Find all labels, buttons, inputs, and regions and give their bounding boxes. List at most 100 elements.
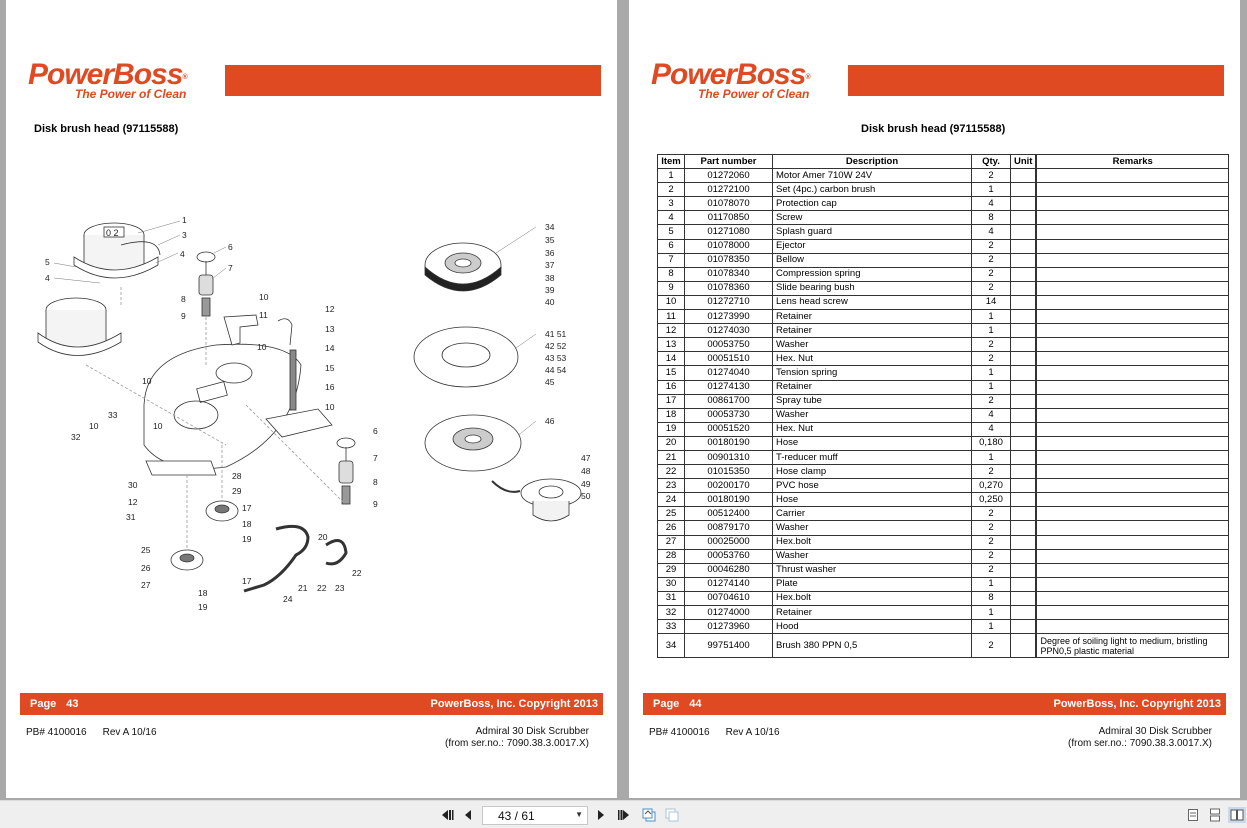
- callout-number: 1: [182, 215, 187, 225]
- registered-mark: ®: [182, 74, 187, 81]
- callout-number: 11: [259, 310, 268, 320]
- cell-description: Washer: [772, 337, 972, 353]
- cell-unit: [1010, 379, 1038, 395]
- cell-qty: 1: [971, 619, 1011, 635]
- callout-number: 50: [581, 491, 591, 501]
- cell-item: 8: [657, 266, 685, 282]
- cell-unit: [1010, 464, 1038, 480]
- callout-number: 31: [126, 512, 136, 522]
- callout-number: 33: [108, 410, 118, 420]
- cell-item: 34: [657, 633, 685, 659]
- callout-number: 10: [259, 292, 269, 302]
- continuous-page-icon: [1210, 808, 1220, 822]
- cell-description: Retainer: [772, 309, 972, 325]
- cell-description: Hex. Nut: [772, 351, 972, 367]
- cell-qty: 0,270: [971, 478, 1011, 494]
- single-page-view-button[interactable]: [1186, 807, 1200, 823]
- cell-item: 15: [657, 365, 685, 381]
- cell-description: Retainer: [772, 323, 972, 339]
- cell-item: 28: [657, 548, 685, 564]
- last-page-button[interactable]: [616, 807, 632, 823]
- previous-view-button[interactable]: [640, 807, 658, 823]
- cell-description: Hose: [772, 492, 972, 508]
- page-title: Disk brush head (97115588): [34, 123, 179, 135]
- revision: Rev A 10/16: [725, 727, 780, 738]
- callout-number: 6: [228, 242, 233, 252]
- cell-part-number: 00025000: [684, 534, 773, 550]
- callout-number: 14: [325, 343, 335, 353]
- callout-number: 44 54: [545, 365, 567, 375]
- cell-unit: [1010, 309, 1038, 325]
- first-page-button[interactable]: [439, 807, 455, 823]
- cell-description: Hex.bolt: [772, 590, 972, 607]
- cell-part-number: 01078070: [684, 196, 773, 212]
- cell-qty: 1: [971, 309, 1011, 325]
- callout-number: 26: [141, 563, 151, 573]
- page-dropdown-arrow-icon[interactable]: ▼: [575, 810, 583, 819]
- cell-description: Hood: [772, 619, 972, 635]
- page-title: Disk brush head (97115588): [861, 123, 1006, 135]
- callout-number: 30: [128, 480, 138, 490]
- cell-qty: 2: [971, 520, 1011, 536]
- cell-remarks: [1035, 562, 1229, 578]
- cell-part-number: 00704610: [684, 590, 773, 607]
- cell-item: 9: [657, 280, 685, 296]
- cell-part-number: 01274140: [684, 576, 773, 592]
- cell-remarks: [1035, 407, 1229, 423]
- cell-description: Bellow: [772, 252, 972, 268]
- callout-number: 9: [181, 311, 186, 321]
- page-number-input[interactable]: 43 / 61 ▼: [482, 806, 588, 825]
- cell-unit: [1010, 365, 1038, 381]
- cell-unit: [1010, 604, 1038, 621]
- cell-qty: 1: [971, 182, 1011, 198]
- cell-part-number: 01078350: [684, 252, 773, 268]
- two-page-view-button[interactable]: [1228, 807, 1246, 823]
- cell-unit: [1010, 478, 1038, 494]
- cell-remarks: [1035, 294, 1229, 311]
- previous-page-button[interactable]: [462, 807, 474, 823]
- cell-remarks: [1035, 252, 1229, 268]
- single-page-icon: [1188, 809, 1198, 821]
- callout-number: 36: [545, 248, 555, 258]
- parts-table: Item Part number Description Qty. Unit R…: [657, 153, 1229, 659]
- next-view-button[interactable]: [663, 807, 681, 823]
- cell-item: 4: [657, 210, 685, 226]
- cell-item: 11: [657, 309, 685, 325]
- cell-remarks: [1035, 534, 1229, 550]
- cell-unit: [1010, 224, 1038, 240]
- next-page-button[interactable]: [595, 807, 607, 823]
- cell-part-number: 00053750: [684, 337, 773, 353]
- document-viewport[interactable]: PowerBoss® The Power of Clean Disk brush…: [0, 0, 1247, 800]
- cell-qty: 2: [971, 393, 1011, 409]
- cell-unit: [1010, 435, 1038, 451]
- cell-unit: [1010, 196, 1038, 212]
- callout-number: 27: [141, 580, 151, 590]
- cell-item: 3: [657, 196, 685, 212]
- cell-description: Thrust washer: [772, 562, 972, 578]
- next-page-icon: [598, 810, 604, 820]
- continuous-view-button[interactable]: [1208, 807, 1222, 823]
- table-header-row: Item Part number Description Qty. Unit R…: [657, 153, 1229, 170]
- svg-text:0 2: 0 2: [106, 228, 119, 238]
- cell-part-number: 00046280: [684, 562, 773, 578]
- callout-number: 16: [325, 382, 335, 392]
- header-part-number: Part number: [684, 153, 773, 170]
- cell-item: 33: [657, 619, 685, 635]
- cell-part-number: 01015350: [684, 464, 773, 480]
- cell-item: 30: [657, 576, 685, 592]
- cell-item: 12: [657, 323, 685, 339]
- footer-copyright: PowerBoss, Inc. Copyright 2013: [1053, 698, 1222, 710]
- cell-part-number: 01078360: [684, 280, 773, 296]
